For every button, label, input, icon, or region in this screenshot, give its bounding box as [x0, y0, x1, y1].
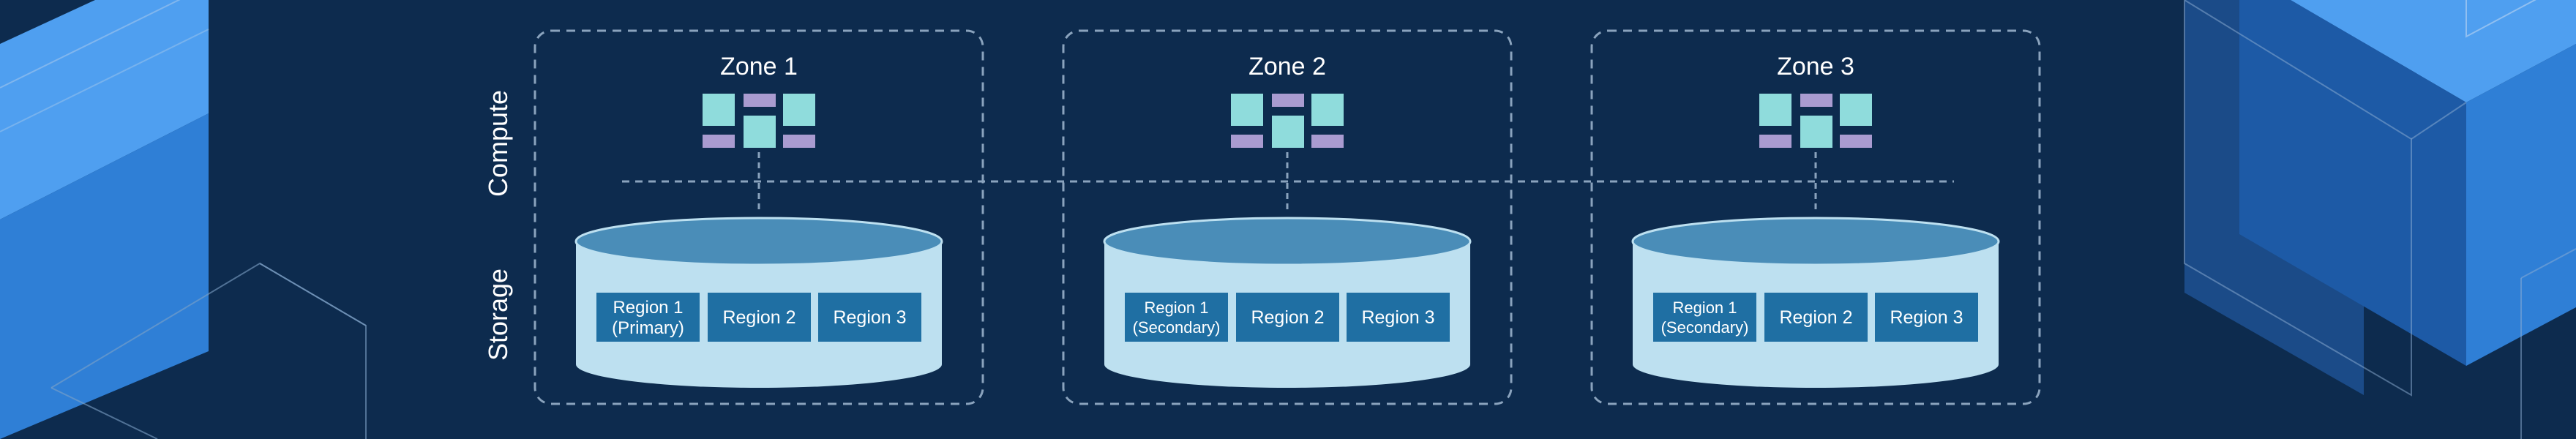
region-box — [1347, 293, 1450, 342]
compute-cluster — [1759, 94, 1872, 148]
decor-cube-left-face — [0, 113, 209, 439]
compute-bar — [783, 135, 815, 148]
decor-cube-left-top — [0, 0, 209, 220]
region-box — [1875, 293, 1978, 342]
region-label: Region 3 — [1890, 307, 1963, 328]
decor-outline-left-d — [50, 387, 158, 439]
zone-2: Zone 2 Region 1 (Secondary) Re — [1062, 29, 1513, 405]
region-box-2: Region 2 — [1236, 293, 1339, 342]
region-box-3: Region 3 — [818, 293, 921, 342]
compute-cluster — [703, 94, 815, 148]
decor-outline-right-d — [2520, 248, 2576, 279]
compute-node — [1759, 94, 1791, 126]
region-box — [708, 293, 811, 342]
decor-outline-right-a — [2184, 0, 2412, 397]
zone-1: Zone 1 Region 1 (Primary) Regi — [533, 29, 984, 405]
region-box — [1236, 293, 1339, 342]
compute-label: Compute — [483, 90, 513, 197]
compute-bar — [703, 135, 735, 148]
region-box-2: Region 2 — [708, 293, 811, 342]
region-sublabel: (Secondary) — [1661, 318, 1749, 337]
compute-node — [1272, 116, 1304, 148]
storage-cylinder — [1103, 217, 1472, 388]
compute-node — [1800, 116, 1832, 148]
region-label: Region 2 — [1779, 307, 1852, 328]
compute-node — [1840, 94, 1872, 126]
region-box-1: Region 1 (Secondary) — [1653, 293, 1756, 342]
region-box-1: Region 1 (Secondary) — [1125, 293, 1228, 342]
compute-bar — [1231, 135, 1263, 148]
compute-bar — [744, 94, 776, 107]
compute-node — [744, 116, 776, 148]
cylinder-top — [1631, 217, 2000, 266]
decor-cubes-left — [0, 0, 367, 439]
compute-bar — [1759, 135, 1791, 148]
cylinder-top — [574, 217, 943, 266]
storage-label: Storage — [483, 269, 513, 361]
decor-outline-left-e — [259, 263, 367, 326]
region-label: Region 3 — [833, 307, 906, 328]
region-label: Region 2 — [1251, 307, 1324, 328]
region-box — [596, 293, 700, 342]
region-box-2: Region 2 — [1764, 293, 1868, 342]
compute-cluster — [1231, 94, 1344, 148]
decor-outline-right-c — [2465, 0, 2536, 38]
compute-bar — [1800, 94, 1832, 107]
region-label: Region 3 — [1361, 307, 1434, 328]
region-box — [1764, 293, 1868, 342]
region-box — [1125, 293, 1228, 342]
zone-title: Zone 3 — [1777, 53, 1854, 80]
region-label: Region 1 — [1144, 299, 1208, 317]
decor-outline-left-b — [0, 29, 209, 132]
region-label: Region 1 — [613, 298, 683, 318]
decor-cube-right-shade — [2239, 0, 2466, 366]
compute-node — [783, 94, 815, 126]
compute-bar — [1272, 94, 1304, 107]
region-box-1: Region 1 (Primary) — [596, 293, 700, 342]
zone-boundary — [1590, 29, 2041, 405]
region-box-3: Region 3 — [1347, 293, 1450, 342]
zone-boundary — [1062, 29, 1513, 405]
region-box — [818, 293, 921, 342]
region-sublabel: (Secondary) — [1133, 318, 1221, 337]
zone-title: Zone 1 — [720, 53, 798, 80]
region-box-3: Region 3 — [1875, 293, 1978, 342]
zone-title: Zone 2 — [1248, 53, 1326, 80]
cylinder-top — [1103, 217, 1472, 266]
compute-bar — [1311, 135, 1344, 148]
compute-node — [1311, 94, 1344, 126]
region-sublabel: (Primary) — [612, 318, 684, 338]
decor-cube-right-face — [2466, 44, 2576, 366]
zone-boundary — [533, 29, 984, 405]
decor-outline-left-a — [0, 0, 181, 89]
region-label: Region 2 — [722, 307, 795, 328]
zone-3: Zone 3 Region 1 (Secondary) Re — [1590, 29, 2041, 405]
decor-cubes-right — [2184, 0, 2576, 439]
compute-node — [1231, 94, 1263, 126]
compute-node — [703, 94, 735, 126]
decor-cube-right-top — [2291, 0, 2576, 102]
compute-bar — [1840, 135, 1872, 148]
region-box — [1653, 293, 1756, 342]
region-label: Region 1 — [1672, 299, 1737, 317]
decor-outline-right-b — [2411, 102, 2467, 140]
